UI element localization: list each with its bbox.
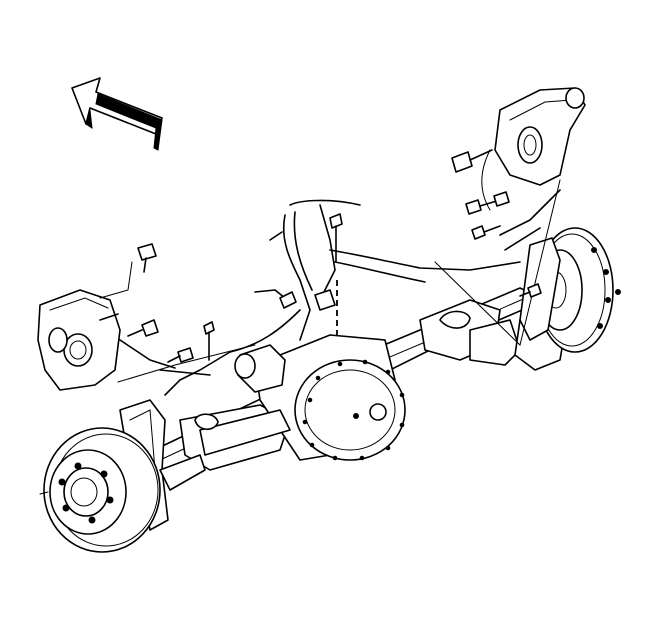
direction-arrow-icon	[71, 77, 163, 151]
brake-lines	[119, 189, 561, 396]
bolt-icon	[493, 191, 510, 207]
bolt-icon	[471, 225, 501, 240]
lower-control-arm	[159, 409, 291, 491]
bolt-icon	[519, 283, 542, 298]
bolt-icon	[203, 321, 215, 361]
bolt-icon	[127, 319, 159, 337]
left-brake-rotor	[39, 427, 161, 553]
right-brake-caliper	[481, 87, 586, 211]
bolt-icon	[167, 347, 194, 363]
bolt-icon	[451, 149, 493, 173]
left-brake-caliper	[37, 289, 121, 391]
differential-cover	[294, 359, 406, 461]
callout-lines	[99, 179, 561, 383]
bolt-icon	[137, 243, 157, 273]
bolt-icon	[329, 213, 343, 263]
bolt-icon	[465, 199, 501, 215]
